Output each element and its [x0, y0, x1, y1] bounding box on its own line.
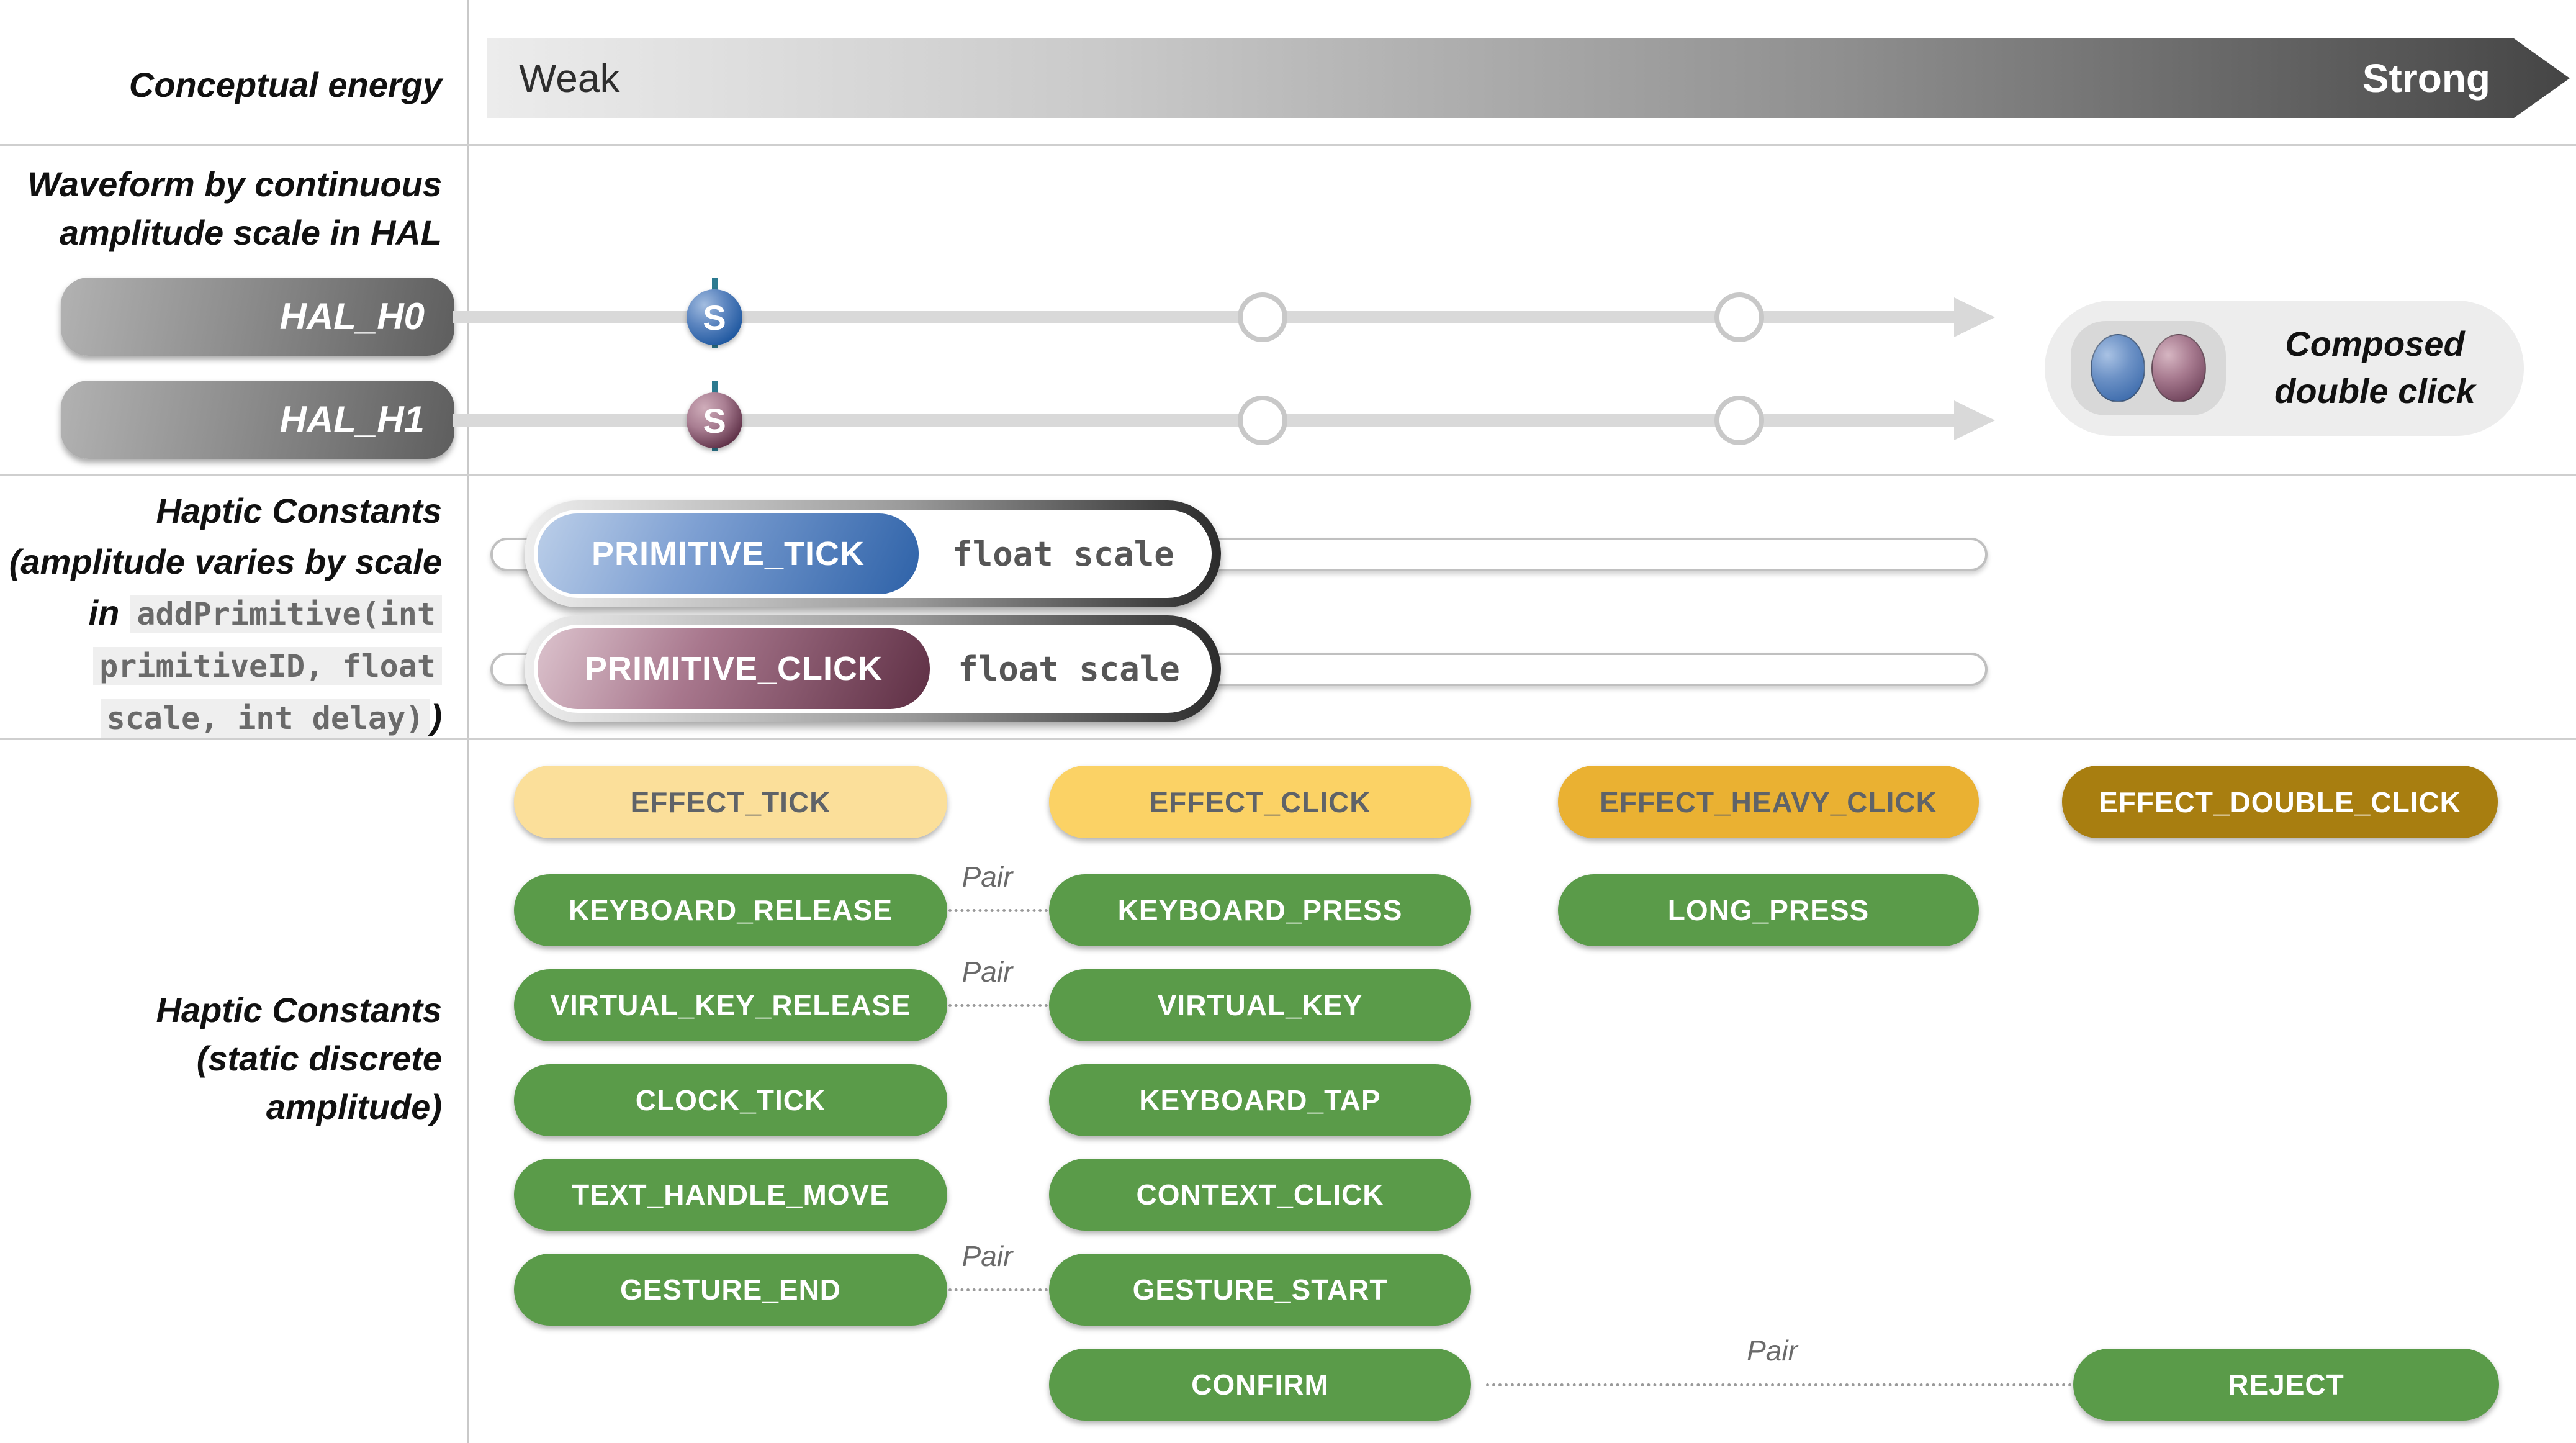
- row-divider-1: [0, 144, 2576, 146]
- primitive-tick-param: float scale: [919, 513, 1208, 594]
- composed-mauve-dot: [2151, 334, 2206, 402]
- primitives-label-line4: primitiveID, float: [0, 640, 442, 692]
- primitives-label-line3: in addPrimitive(int: [0, 587, 442, 640]
- effect-heavy-click-button: EFFECT_HEAVY_CLICK: [1558, 766, 1979, 838]
- effect-double-click-button: EFFECT_DOUBLE_CLICK: [2062, 766, 2498, 838]
- primitive-tick-capsule-inner: PRIMITIVE_TICK float scale: [534, 510, 1212, 598]
- primitives-label-close-paren: ): [430, 697, 442, 736]
- s-marker-h0-letter: S: [703, 297, 726, 337]
- hal-h0-rail-arrowhead: [1954, 297, 1995, 337]
- hal-row-label-line2: amplitude scale in HAL: [59, 213, 442, 252]
- energy-scale-bar: Weak Strong: [487, 38, 2570, 118]
- primitives-code-line2: primitiveID, float: [93, 647, 442, 685]
- conceptual-energy-label: Conceptual energy: [128, 65, 442, 104]
- keyboard-press-button: KEYBOARD_PRESS: [1049, 874, 1471, 946]
- hal-h1-rail: [453, 414, 1955, 427]
- pair-line-gesture: [948, 1288, 1048, 1291]
- primitive-click-pill: PRIMITIVE_CLICK: [538, 628, 930, 709]
- row-divider-2: [0, 474, 2576, 476]
- s-marker-h0: S: [687, 289, 742, 345]
- primitives-label-line5: scale, int delay)): [0, 692, 442, 744]
- hollow-node-h1-1: [1238, 396, 1287, 445]
- composed-label-line1: Composed: [2285, 324, 2465, 363]
- pair-label-keyboard: Pair: [961, 861, 1013, 893]
- hal-h0-pill: HAL_H0: [61, 278, 454, 356]
- pair-line-keyboard: [948, 909, 1048, 912]
- composed-double-click-box: [2045, 301, 2524, 436]
- long-press-button: LONG_PRESS: [1558, 874, 1979, 946]
- primitive-click-param: float scale: [930, 628, 1208, 709]
- pair-line-confirm-reject: [1486, 1383, 2072, 1386]
- constants-label-line1: Haptic Constants: [156, 990, 443, 1029]
- primitive-click-capsule: PRIMITIVE_CLICK float scale: [525, 615, 1221, 722]
- pair-label-confirm-reject: Pair: [1747, 1334, 1798, 1367]
- effect-tick-button: EFFECT_TICK: [514, 766, 947, 838]
- hal-row-label-line1: Waveform by continuous: [27, 165, 442, 204]
- primitives-label-line1: Haptic Constants: [156, 491, 443, 530]
- s-marker-h1: S: [687, 392, 742, 448]
- column-divider: [467, 0, 469, 1443]
- hal-h1-pill: HAL_H1: [61, 381, 454, 459]
- text-handle-move-button: TEXT_HANDLE_MOVE: [514, 1159, 947, 1231]
- reject-button: REJECT: [2073, 1349, 2499, 1421]
- primitives-code-line1: addPrimitive(int: [130, 595, 442, 633]
- context-click-button: CONTEXT_CLICK: [1049, 1159, 1471, 1231]
- s-marker-h1-letter: S: [703, 400, 726, 440]
- composed-dots-container: [2071, 321, 2226, 415]
- constants-label-line2: (static discrete: [196, 1039, 442, 1078]
- primitives-label-in: in: [88, 593, 120, 632]
- weak-label: Weak: [519, 56, 620, 101]
- composed-label-line2: double click: [2274, 371, 2475, 410]
- hal-h0-rail: [453, 311, 1955, 323]
- gesture-start-button: GESTURE_START: [1049, 1254, 1471, 1326]
- pair-line-virtual-key: [948, 1004, 1048, 1007]
- virtual-key-release-button: VIRTUAL_KEY_RELEASE: [514, 969, 947, 1041]
- primitive-tick-pill: PRIMITIVE_TICK: [538, 513, 919, 594]
- hal-h1-rail-arrowhead: [1954, 400, 1995, 440]
- primitives-row-label: Haptic Constants (amplitude varies by sc…: [0, 486, 442, 744]
- primitives-label-line2: (amplitude varies by scale: [9, 542, 442, 581]
- effect-click-button: EFFECT_CLICK: [1049, 766, 1471, 838]
- pair-label-virtual-key: Pair: [961, 956, 1013, 988]
- composed-blue-dot: [2091, 334, 2145, 402]
- pair-label-gesture: Pair: [961, 1240, 1013, 1272]
- hal-row-label: Waveform by continuous amplitude scale i…: [0, 160, 442, 257]
- gesture-end-button: GESTURE_END: [514, 1254, 947, 1326]
- hollow-node-h0-2: [1714, 292, 1764, 342]
- strong-label: Strong: [2362, 56, 2490, 101]
- constants-label-line3: amplitude): [266, 1087, 442, 1126]
- constants-row-label: Haptic Constants (static discrete amplit…: [0, 986, 443, 1131]
- primitive-tick-capsule: PRIMITIVE_TICK float scale: [525, 500, 1221, 607]
- clock-tick-button: CLOCK_TICK: [514, 1064, 947, 1136]
- confirm-button: CONFIRM: [1049, 1349, 1471, 1421]
- primitives-code-line3: scale, int delay): [100, 699, 431, 738]
- composed-double-click-label: Composed double click: [2226, 320, 2524, 415]
- hollow-node-h0-1: [1238, 292, 1287, 342]
- hollow-node-h1-2: [1714, 396, 1764, 445]
- virtual-key-button: VIRTUAL_KEY: [1049, 969, 1471, 1041]
- row-divider-3: [0, 738, 2576, 740]
- keyboard-release-button: KEYBOARD_RELEASE: [514, 874, 947, 946]
- primitive-click-capsule-inner: PRIMITIVE_CLICK float scale: [534, 625, 1212, 713]
- keyboard-tap-button: KEYBOARD_TAP: [1049, 1064, 1471, 1136]
